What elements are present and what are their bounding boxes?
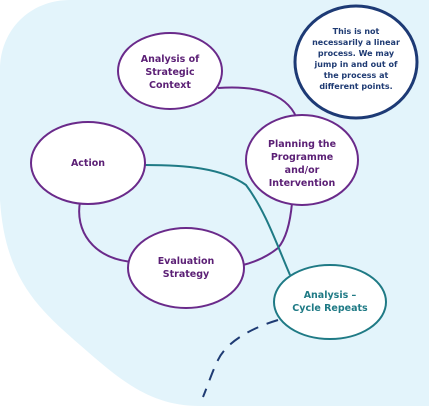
label-action: Action <box>70 158 106 169</box>
label-analysis-strategic: Analysis of Strategic Context <box>140 54 200 91</box>
node-planning <box>245 114 359 206</box>
connector-action-to-repeat <box>144 164 291 276</box>
label-planning: Planning the Programme and/or Interventi… <box>267 139 337 189</box>
note-circle <box>293 4 419 120</box>
node-analysis-repeat <box>273 264 387 340</box>
note-text: This is not necessarily a linear process… <box>312 27 400 91</box>
connector-action-to-evaluation <box>78 201 133 263</box>
node-action <box>30 121 146 205</box>
label-evaluation: Evaluation Strategy <box>157 256 215 280</box>
connector-repeat-dashed <box>202 319 279 398</box>
node-evaluation <box>127 227 245 309</box>
connector-analysis-to-planning <box>217 86 299 123</box>
node-analysis-strategic <box>117 32 223 110</box>
label-analysis-repeat: Analysis – Cycle Repeats <box>292 290 368 314</box>
